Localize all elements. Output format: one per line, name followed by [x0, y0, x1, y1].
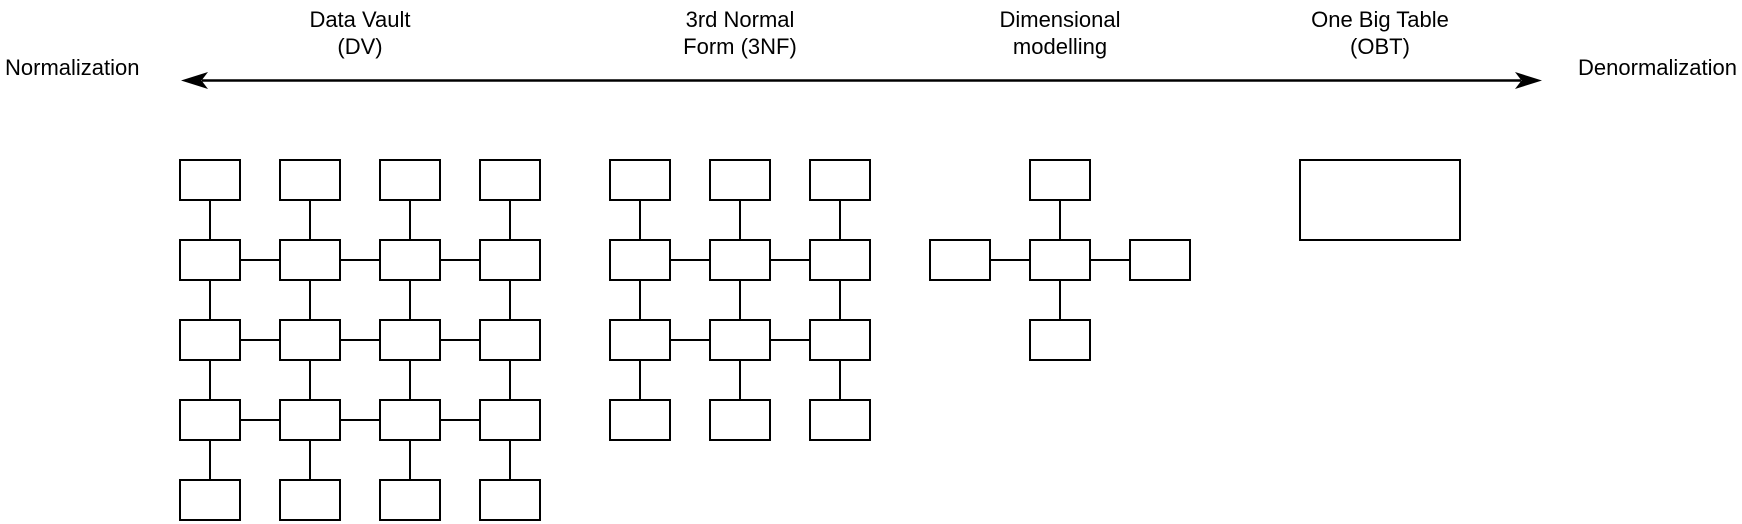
one-big-table-label-line2: (OBT): [1350, 34, 1410, 59]
third-normal-form-diagram: [609, 159, 871, 441]
table-box: [1029, 239, 1091, 281]
table-box: [479, 239, 541, 281]
table-box: [1299, 159, 1461, 241]
right-arrowhead-icon: [1515, 72, 1542, 89]
table-box: [709, 239, 771, 281]
table-box: [279, 319, 341, 361]
table-box: [709, 319, 771, 361]
table-box: [709, 399, 771, 441]
table-box: [279, 159, 341, 201]
table-box: [609, 319, 671, 361]
table-box: [809, 319, 871, 361]
table-box: [1129, 239, 1191, 281]
table-box: [279, 479, 341, 521]
table-box: [479, 399, 541, 441]
table-box: [1029, 319, 1091, 361]
table-box: [179, 479, 241, 521]
normalization-label: Normalization: [5, 55, 140, 80]
table-box: [179, 159, 241, 201]
table-box: [479, 319, 541, 361]
table-box: [279, 399, 341, 441]
table-box: [379, 319, 441, 361]
data-vault-group: Data Vault (DV): [179, 7, 541, 521]
table-box: [379, 399, 441, 441]
spectrum-axis: Normalization Denormalization: [5, 55, 1737, 89]
table-box: [379, 239, 441, 281]
table-box: [709, 159, 771, 201]
left-arrowhead-icon: [181, 72, 208, 89]
table-box: [1029, 159, 1091, 201]
data-vault-diagram: [179, 159, 541, 521]
table-box: [179, 319, 241, 361]
data-vault-label-line2: (DV): [337, 34, 382, 59]
one-big-table-label-line1: One Big Table: [1311, 7, 1449, 32]
table-box: [479, 479, 541, 521]
data-vault-label-line1: Data Vault: [309, 7, 410, 32]
dimensional-modelling-diagram: [929, 159, 1191, 361]
table-box: [279, 239, 341, 281]
table-box: [609, 239, 671, 281]
one-big-table-group: One Big Table (OBT): [1299, 7, 1461, 241]
table-box: [929, 239, 991, 281]
table-box: [609, 159, 671, 201]
table-box: [809, 239, 871, 281]
table-box: [379, 479, 441, 521]
table-box: [609, 399, 671, 441]
third-normal-form-group: 3rd Normal Form (3NF): [609, 7, 871, 441]
third-normal-form-label-line2: Form (3NF): [683, 34, 797, 59]
denormalization-label: Denormalization: [1578, 55, 1737, 80]
dimensional-modelling-group: Dimensional modelling: [929, 7, 1191, 361]
dimensional-modelling-label-line2: modelling: [1013, 34, 1107, 59]
table-box: [809, 159, 871, 201]
dimensional-modelling-label-line1: Dimensional: [999, 7, 1120, 32]
table-box: [479, 159, 541, 201]
table-box: [179, 399, 241, 441]
table-box: [379, 159, 441, 201]
table-box: [179, 239, 241, 281]
one-big-table-diagram: [1299, 159, 1461, 241]
table-box: [809, 399, 871, 441]
third-normal-form-label-line1: 3rd Normal: [686, 7, 795, 32]
